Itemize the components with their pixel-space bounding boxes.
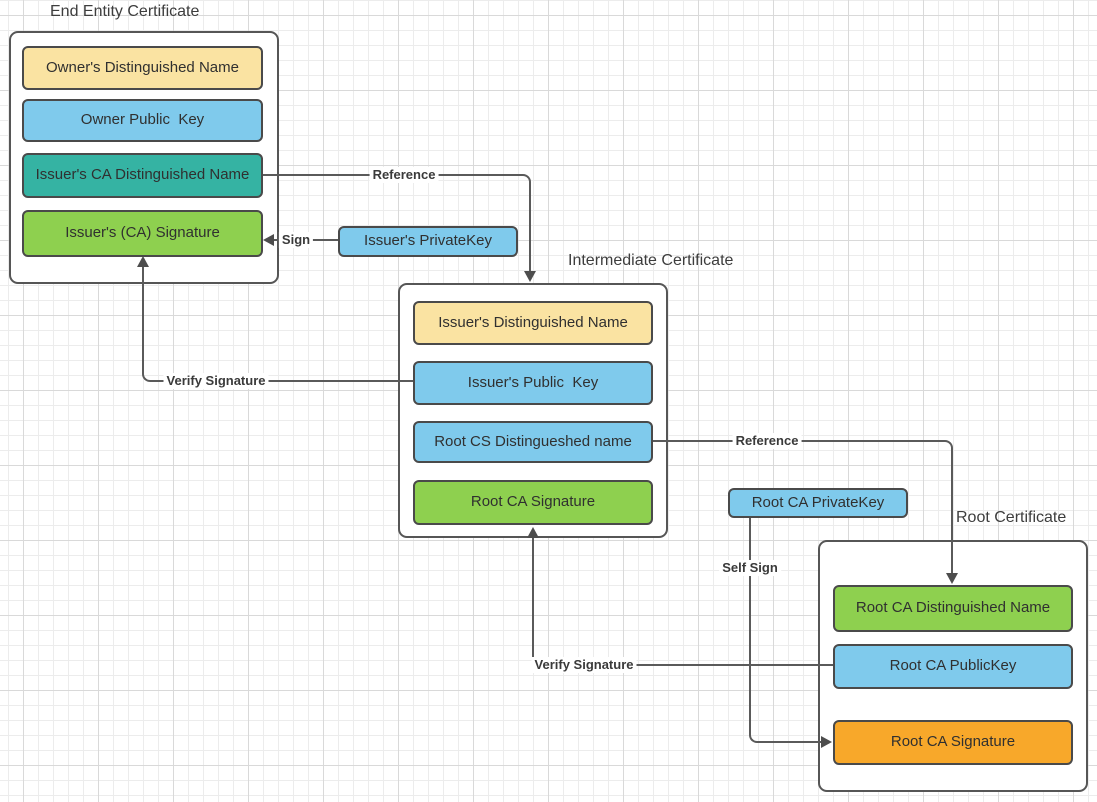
container-title-intermediate: Intermediate Certificate bbox=[568, 252, 734, 269]
box-issuers-public-key: Issuer's Public Key bbox=[413, 361, 653, 405]
arrowhead-up bbox=[137, 256, 149, 267]
box-root-ca-publickey: Root CA PublicKey bbox=[833, 644, 1073, 689]
arrowhead-up bbox=[527, 527, 539, 538]
box-root-ca-privatekey: Root CA PrivateKey bbox=[728, 488, 908, 518]
box-issuers-ca-signature: Issuer's (CA) Signature bbox=[22, 210, 263, 257]
connector-label-reference-1: Reference bbox=[369, 167, 439, 183]
connector-label-self-sign: Self Sign bbox=[719, 560, 781, 576]
box-root-ca-distinguished-name: Root CA Distinguished Name bbox=[833, 585, 1073, 632]
connector-reference-2 bbox=[653, 440, 953, 580]
connector-verify-signature-1 bbox=[142, 262, 413, 382]
connector-label-sign: Sign bbox=[278, 232, 314, 248]
box-issuers-distinguished-name: Issuer's Distinguished Name bbox=[413, 301, 653, 345]
arrowhead-down bbox=[946, 573, 958, 584]
arrowhead-right bbox=[821, 736, 832, 748]
connector-verify-signature-2 bbox=[532, 532, 833, 666]
connector-label-verify-signature-2: Verify Signature bbox=[531, 657, 637, 673]
box-root-cs-distingueshed-name: Root CS Distingueshed name bbox=[413, 421, 653, 463]
connector-label-verify-signature-1: Verify Signature bbox=[163, 373, 269, 389]
box-root-ca-signature-intermediate: Root CA Signature bbox=[413, 480, 653, 525]
arrowhead-left bbox=[263, 234, 274, 246]
connector-label-reference-2: Reference bbox=[732, 433, 802, 449]
box-owners-distinguished-name: Owner's Distinguished Name bbox=[22, 46, 263, 90]
container-title-end-entity: End Entity Certificate bbox=[50, 3, 200, 20]
box-owner-public-key: Owner Public Key bbox=[22, 99, 263, 142]
container-title-root: Root Certificate bbox=[956, 509, 1067, 526]
box-root-ca-signature-root: Root CA Signature bbox=[833, 720, 1073, 765]
connector-self-sign bbox=[749, 518, 828, 743]
box-issuers-privatekey: Issuer's PrivateKey bbox=[338, 226, 518, 257]
arrowhead-down bbox=[524, 271, 536, 282]
box-issuers-ca-distinguished-name: Issuer's CA Distinguished Name bbox=[22, 153, 263, 198]
